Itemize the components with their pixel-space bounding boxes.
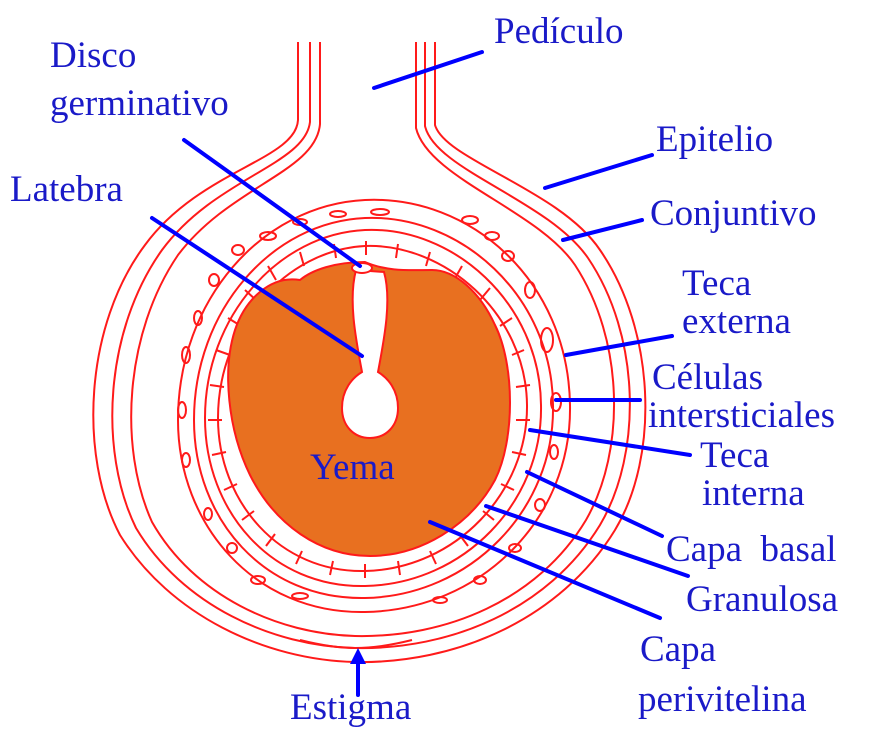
label-teca-interna-line2: interna: [702, 474, 805, 514]
label-celulas-line1: Células: [652, 358, 763, 398]
label-disco-line1: Disco: [50, 36, 136, 76]
label-capa-perivitelina-line2: perivitelina: [638, 680, 807, 720]
estigma-arrowhead: [350, 648, 366, 664]
label-teca-interna-line1: Teca: [700, 436, 769, 476]
leader-teca-externa: [566, 336, 672, 355]
leader-pediculo: [374, 52, 482, 88]
leader-epitelio: [545, 155, 652, 188]
label-disco-line2: germinativo: [50, 84, 229, 124]
label-granulosa: Granulosa: [686, 580, 838, 620]
label-capa-basal: Capa basal: [666, 530, 837, 570]
label-conjuntivo: Conjuntivo: [650, 194, 817, 234]
label-pediculo: Pedículo: [494, 12, 623, 52]
label-celulas-line2: intersticiales: [648, 396, 835, 436]
label-teca-externa-line2: externa: [682, 302, 791, 342]
label-yema: Yema: [310, 448, 395, 488]
label-epitelio: Epitelio: [656, 120, 773, 160]
label-latebra: Latebra: [10, 170, 123, 210]
label-teca-externa-line1: Teca: [682, 264, 751, 304]
leader-capa-perivitelina: [430, 522, 660, 618]
label-estigma: Estigma: [290, 688, 411, 728]
label-capa-perivitelina-line1: Capa: [640, 630, 716, 670]
